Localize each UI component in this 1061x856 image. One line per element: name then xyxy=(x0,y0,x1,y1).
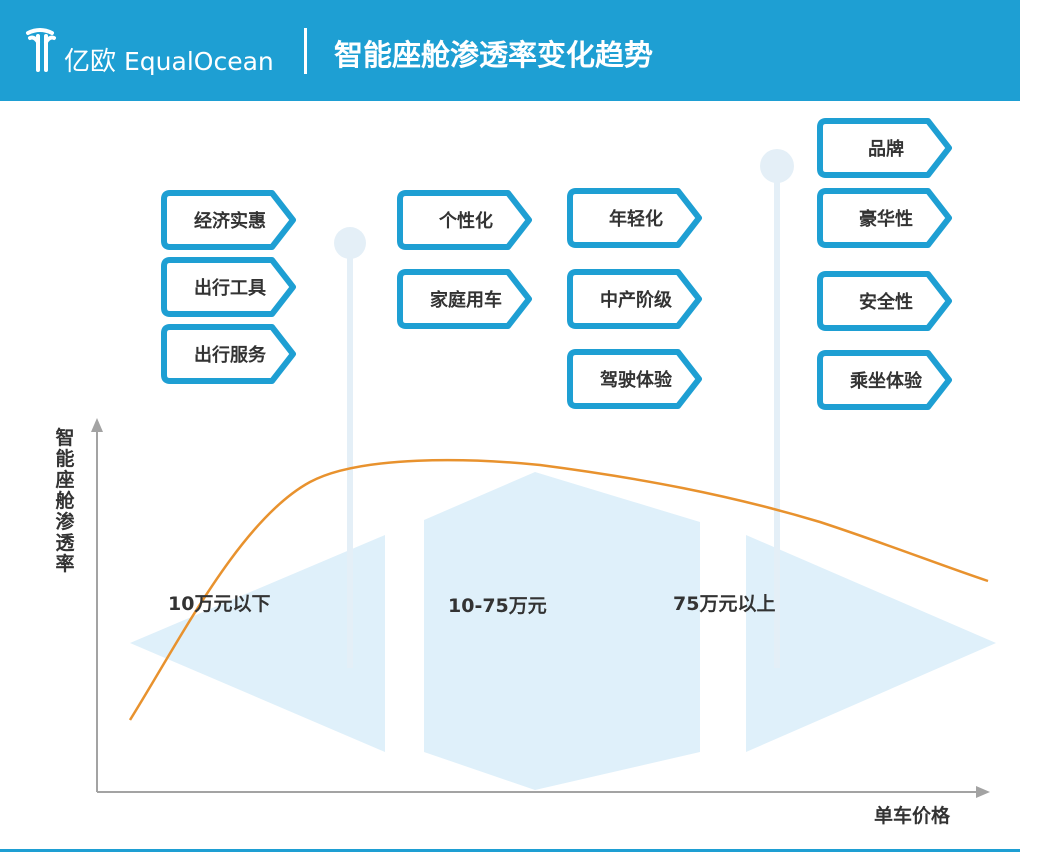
tag-group-4: 品牌 豪华性 安全性 乘坐体验 xyxy=(817,118,952,410)
tag: 驾驶体验 xyxy=(567,349,702,409)
tag-label: 出行服务 xyxy=(194,344,267,366)
y-axis-arrow-icon xyxy=(91,418,103,432)
tag-label: 经济实惠 xyxy=(194,210,266,232)
tag: 品牌 xyxy=(817,118,952,178)
tag-group-1: 经济实惠 出行工具 出行服务 xyxy=(161,190,296,384)
tag: 经济实惠 xyxy=(161,190,296,250)
y-axis-label-char: 率 xyxy=(55,552,74,575)
tag-label: 家庭用车 xyxy=(430,289,502,311)
segment-label-high: 75万元以上 xyxy=(673,593,775,615)
pole-1-knob xyxy=(334,227,366,259)
segment-shape-left xyxy=(130,535,385,752)
tag: 乘坐体验 xyxy=(817,350,952,410)
tag-label: 驾驶体验 xyxy=(600,369,673,391)
tag-label: 出行工具 xyxy=(194,277,266,299)
y-axis-label-char: 渗 xyxy=(55,510,75,533)
tag: 中产阶级 xyxy=(567,269,702,329)
tag-label: 个性化 xyxy=(438,210,493,232)
tag: 安全性 xyxy=(817,271,952,331)
bottom-rule xyxy=(0,849,1020,852)
tag-group-2: 个性化 家庭用车 xyxy=(397,190,532,329)
tag-label: 中产阶级 xyxy=(600,289,673,311)
x-axis-arrow-icon xyxy=(976,786,990,798)
pole-2 xyxy=(774,175,780,668)
segment-shape-middle xyxy=(424,472,700,790)
page-title: 智能座舱渗透率变化趋势 xyxy=(334,38,653,72)
tag-label: 年轻化 xyxy=(609,208,663,230)
tag: 豪华性 xyxy=(817,188,952,248)
tag-label: 乘坐体验 xyxy=(849,370,923,392)
tag: 出行工具 xyxy=(161,257,296,317)
tag: 个性化 xyxy=(397,190,532,250)
segment-label-low: 10万元以下 xyxy=(168,593,270,615)
tag-label: 安全性 xyxy=(859,291,913,313)
tag: 出行服务 xyxy=(161,324,296,384)
tag-label: 品牌 xyxy=(868,138,904,160)
pole-1 xyxy=(347,250,353,668)
tag-group-3: 年轻化 中产阶级 驾驶体验 xyxy=(567,188,702,409)
y-axis-label: 智能座舱渗透率 xyxy=(55,426,75,575)
y-axis-label-char: 座 xyxy=(55,468,74,491)
x-axis-label: 单车价格 xyxy=(874,804,951,827)
segment-label-mid: 10-75万元 xyxy=(448,595,547,617)
header-bar xyxy=(0,0,1020,101)
segment-shape-right xyxy=(746,535,996,752)
tag: 家庭用车 xyxy=(397,269,532,329)
y-axis-label-char: 舱 xyxy=(55,489,75,512)
logo-en: EqualOcean xyxy=(124,47,274,76)
logo-mark-icon xyxy=(26,28,56,72)
y-axis-label-char: 智 xyxy=(55,426,74,449)
y-axis-label-char: 透 xyxy=(55,532,75,554)
logo-cn: 亿欧 xyxy=(64,47,116,77)
y-axis-label-char: 能 xyxy=(55,447,74,470)
pole-2-knob xyxy=(760,149,794,183)
tag: 年轻化 xyxy=(567,188,702,248)
header-divider xyxy=(304,28,307,74)
tag-label: 豪华性 xyxy=(859,208,913,230)
penetration-curve xyxy=(128,458,989,721)
